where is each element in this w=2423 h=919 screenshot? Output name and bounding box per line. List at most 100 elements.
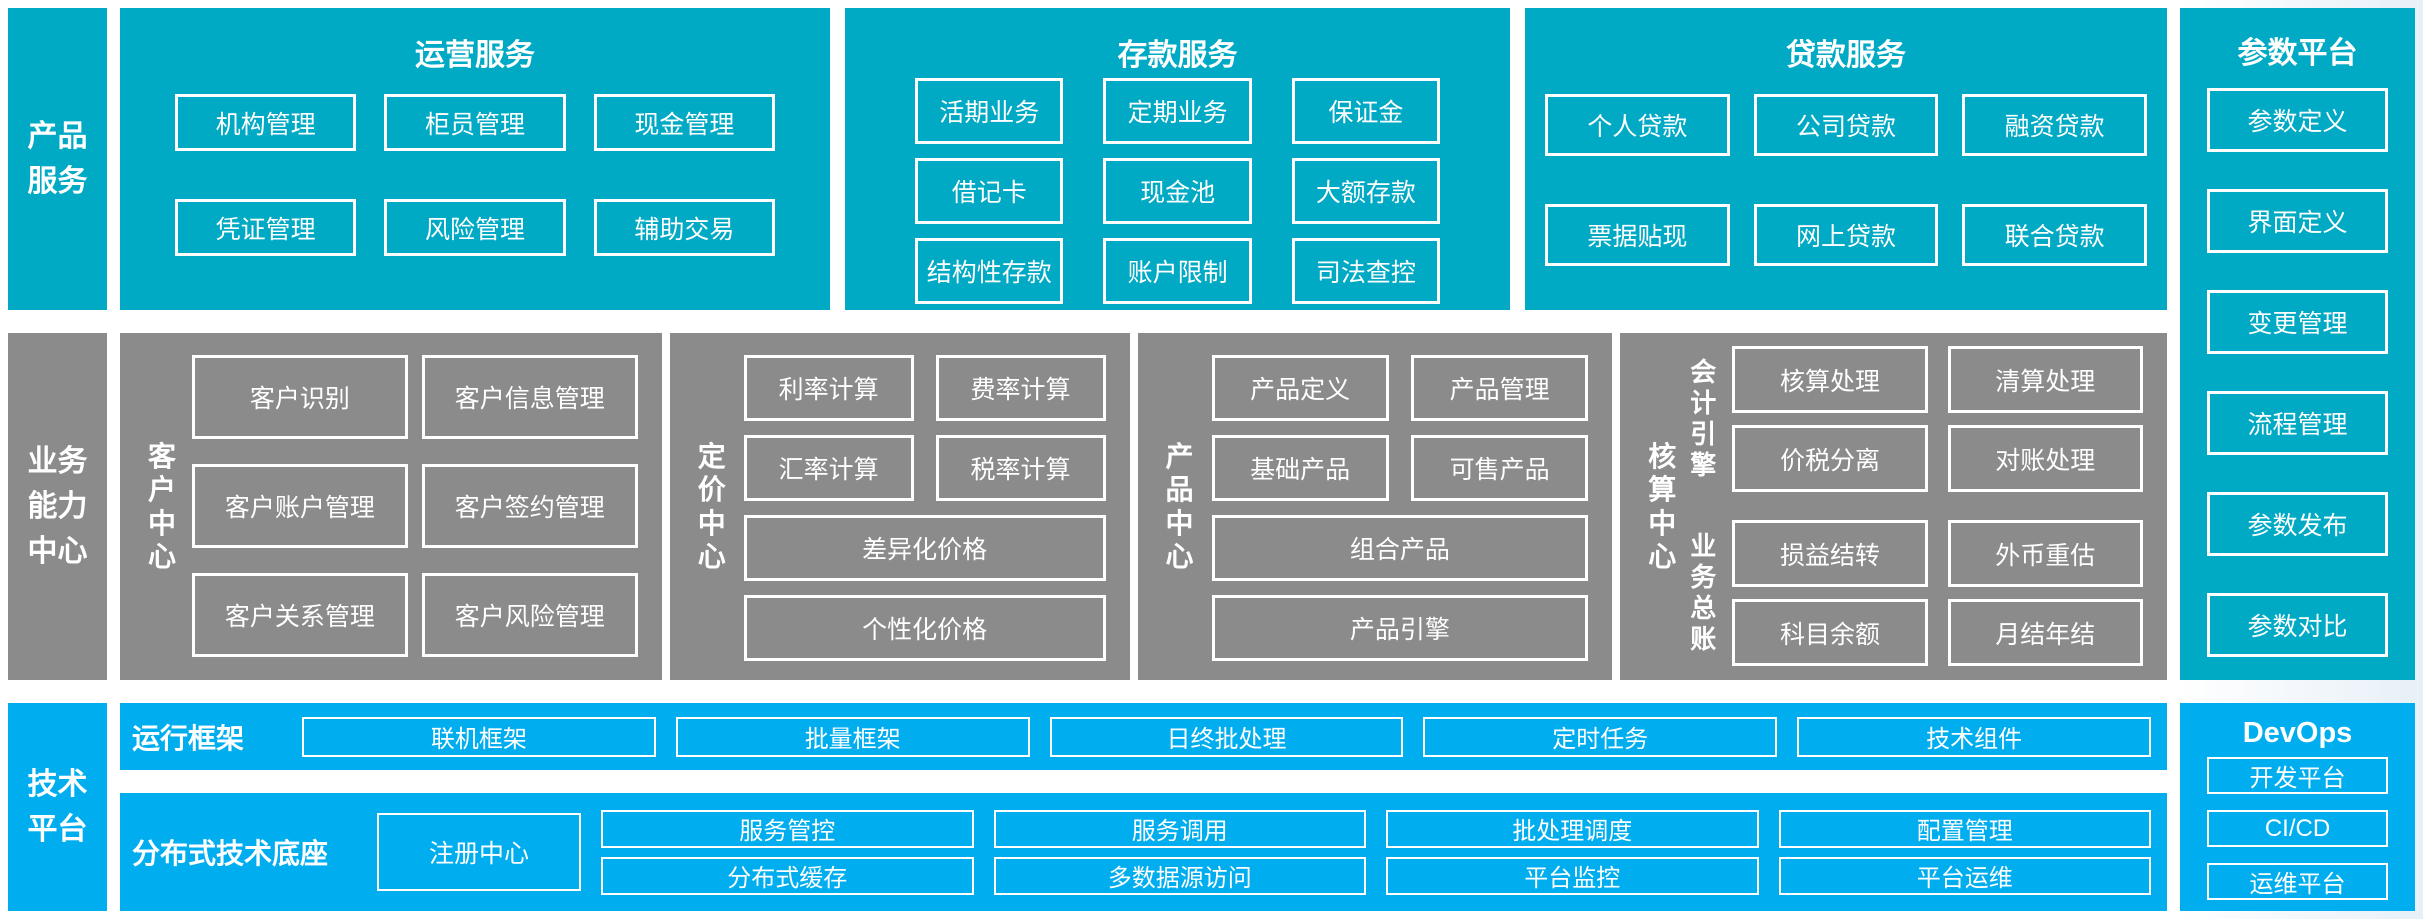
deposit-grid: 活期业务 定期业务 保证金 借记卡 现金池 大额存款 结构性存款 账户限制 司法… [845, 66, 1510, 304]
diagram-box: 批量框架 [675, 716, 1030, 757]
diagram-box: 科目余额 [1732, 599, 1928, 666]
diagram-box: 客户关系管理 [192, 573, 408, 657]
diagram-box: 大额存款 [1291, 158, 1441, 224]
distributed-grid: 服务管控 服务调用 批处理调度 配置管理 分布式缓存 多数据源访问 平台监控 平… [601, 809, 2151, 895]
diagram-box: 参数对比 [2207, 593, 2388, 657]
business-capability-band: 客户中心 客户识别 客户信息管理 客户账户管理 客户签约管理 客户关系管理 客户… [120, 333, 2167, 680]
diagram-box: 界面定义 [2207, 189, 2388, 253]
diagram-box: 柜员管理 [384, 94, 566, 151]
diagram-box: 融资贷款 [1962, 94, 2147, 156]
diagram-box: 技术组件 [1797, 716, 2151, 757]
panel-title: 产品中心 [1165, 441, 1194, 572]
diagram-box: 联机框架 [302, 716, 656, 757]
pricing-grid: 利率计算 费率计算 汇率计算 税率计算 差异化价格 个性化价格 [743, 355, 1106, 680]
devops-stack: 开发平台 CI/CD 运维平台 [2207, 751, 2388, 900]
group-business-ledger: 业务总账 损益结转 外币重估 科目余额 月结年结 [1688, 520, 2143, 666]
diagram-box: 价税分离 [1732, 425, 1928, 492]
diagram-box: 客户信息管理 [421, 355, 638, 439]
diagram-box: 运维平台 [2207, 863, 2388, 900]
diagram-box: 借记卡 [915, 158, 1064, 224]
business-ledger-grid: 损益结转 外币重估 科目余额 月结年结 [1732, 520, 2143, 666]
registry-center-box: 注册中心 [377, 813, 581, 891]
bar-title: 分布式技术底座 [132, 838, 329, 869]
band-label-product-services: 产品 服务 [8, 8, 107, 310]
group-title: 会计引擎 [1690, 356, 1717, 481]
diagram-box: 公司贷款 [1753, 94, 1939, 156]
diagram-box: 服务调用 [993, 809, 1366, 848]
diagram-box: 分布式缓存 [601, 856, 974, 895]
section-title: 存款服务 [1117, 39, 1238, 72]
operation-grid: 机构管理 柜员管理 现金管理 凭证管理 风险管理 辅助交易 [120, 66, 830, 256]
diagram-box: 组合产品 [1211, 515, 1589, 581]
diagram-box: 平台监控 [1386, 856, 1759, 895]
diagram-box: 联合贷款 [1962, 204, 2147, 266]
diagram-box: 凭证管理 [175, 199, 357, 256]
loan-grid: 个人贷款 公司贷款 融资贷款 票据贴现 网上贷款 联合贷款 [1525, 66, 2167, 266]
diagram-box: 平台运维 [1778, 856, 2151, 895]
section-parameter-platform: 参数平台 参数定义 界面定义 变更管理 流程管理 参数发布 参数对比 [2180, 8, 2415, 680]
diagram-box: 配置管理 [1778, 809, 2151, 848]
diagram-box: 客户签约管理 [421, 464, 638, 548]
section-title: 贷款服务 [1786, 39, 1907, 72]
diagram-box: 流程管理 [2207, 391, 2388, 455]
runtime-framework-bar: 运行框架 联机框架 批量框架 日终批处理 定时任务 技术组件 [120, 703, 2167, 770]
group-title: 业务总账 [1690, 530, 1717, 655]
diagram-box: 结构性存款 [915, 238, 1064, 304]
diagram-box: 个人贷款 [1545, 94, 1730, 156]
diagram-box: 变更管理 [2207, 290, 2388, 354]
diagram-box: 月结年结 [1947, 599, 2143, 666]
panel-accounting-center: 核算中心 会计引擎 核算处理 清算处理 价税分离 对账处理 业务总账 损益结转 … [1620, 333, 2167, 680]
diagram-box: 司法查控 [1291, 238, 1441, 304]
diagram-box: 税率计算 [935, 435, 1106, 501]
diagram-box: 辅助交易 [593, 199, 776, 256]
accounting-groups: 会计引擎 核算处理 清算处理 价税分离 对账处理 业务总账 损益结转 外币重估 … [1688, 346, 2143, 680]
section-title: 参数平台 [2237, 37, 2358, 70]
diagram-box: 参数定义 [2207, 88, 2388, 152]
diagram-box: 定时任务 [1423, 716, 1778, 757]
diagram-box: 多数据源访问 [993, 856, 1366, 895]
product-services-band: 运营服务 机构管理 柜员管理 现金管理 凭证管理 风险管理 辅助交易 存款服务 … [120, 8, 2167, 310]
diagram-box: 现金池 [1103, 158, 1252, 224]
diagram-box: 基础产品 [1211, 435, 1389, 501]
diagram-box: 票据贴现 [1545, 204, 1730, 266]
panel-pricing-center: 定价中心 利率计算 费率计算 汇率计算 税率计算 差异化价格 个性化价格 [669, 333, 1130, 680]
diagram-box: 外币重估 [1947, 520, 2143, 587]
diagram-box: 个性化价格 [743, 595, 1106, 661]
section-loan-services: 贷款服务 个人贷款 公司贷款 融资贷款 票据贴现 网上贷款 联合贷款 [1525, 8, 2167, 310]
diagram-box: 汇率计算 [743, 435, 914, 501]
diagram-box: 账户限制 [1103, 238, 1252, 304]
diagram-box: 日终批处理 [1049, 716, 1404, 757]
diagram-box: 核算处理 [1732, 346, 1928, 413]
diagram-box: 产品定义 [1211, 355, 1389, 421]
accounting-engine-grid: 核算处理 清算处理 价税分离 对账处理 [1732, 346, 2143, 492]
band-label-technology-platform: 技术 平台 [8, 703, 107, 911]
diagram-box: 客户账户管理 [192, 464, 408, 548]
product-grid: 产品定义 产品管理 基础产品 可售产品 组合产品 产品引擎 [1211, 355, 1589, 680]
diagram-box: 费率计算 [935, 355, 1106, 421]
customer-grid: 客户识别 客户信息管理 客户账户管理 客户签约管理 客户关系管理 客户风险管理 [192, 355, 638, 680]
panel-title: 定价中心 [697, 441, 726, 572]
panel-title: 客户中心 [147, 441, 176, 572]
diagram-box: 客户识别 [192, 355, 408, 439]
diagram-box: 活期业务 [915, 78, 1064, 144]
diagram-box: 损益结转 [1732, 520, 1928, 587]
panel-product-center: 产品中心 产品定义 产品管理 基础产品 可售产品 组合产品 产品引擎 [1137, 333, 1613, 680]
diagram-box: 差异化价格 [743, 515, 1106, 581]
group-accounting-engine: 会计引擎 核算处理 清算处理 价税分离 对账处理 [1688, 346, 2143, 492]
diagram-box: 客户风险管理 [421, 573, 638, 657]
diagram-box: CI/CD [2207, 810, 2388, 847]
section-title: DevOps [2242, 717, 2353, 749]
section-devops: DevOps 开发平台 CI/CD 运维平台 [2180, 703, 2415, 911]
diagram-box: 批处理调度 [1386, 809, 1759, 848]
diagram-box: 产品引擎 [1211, 595, 1589, 661]
diagram-box: 服务管控 [601, 809, 974, 848]
diagram-box: 机构管理 [175, 94, 357, 151]
diagram-box: 可售产品 [1410, 435, 1589, 501]
distributed-base-bar: 分布式技术底座 注册中心 服务管控 服务调用 批处理调度 配置管理 分布式缓存 … [120, 793, 2167, 911]
diagram-box: 利率计算 [743, 355, 914, 421]
diagram-box: 开发平台 [2207, 757, 2388, 794]
diagram-box: 风险管理 [384, 199, 566, 256]
section-deposit-services: 存款服务 活期业务 定期业务 保证金 借记卡 现金池 大额存款 结构性存款 账户… [845, 8, 1511, 310]
diagram-box: 对账处理 [1947, 425, 2143, 492]
